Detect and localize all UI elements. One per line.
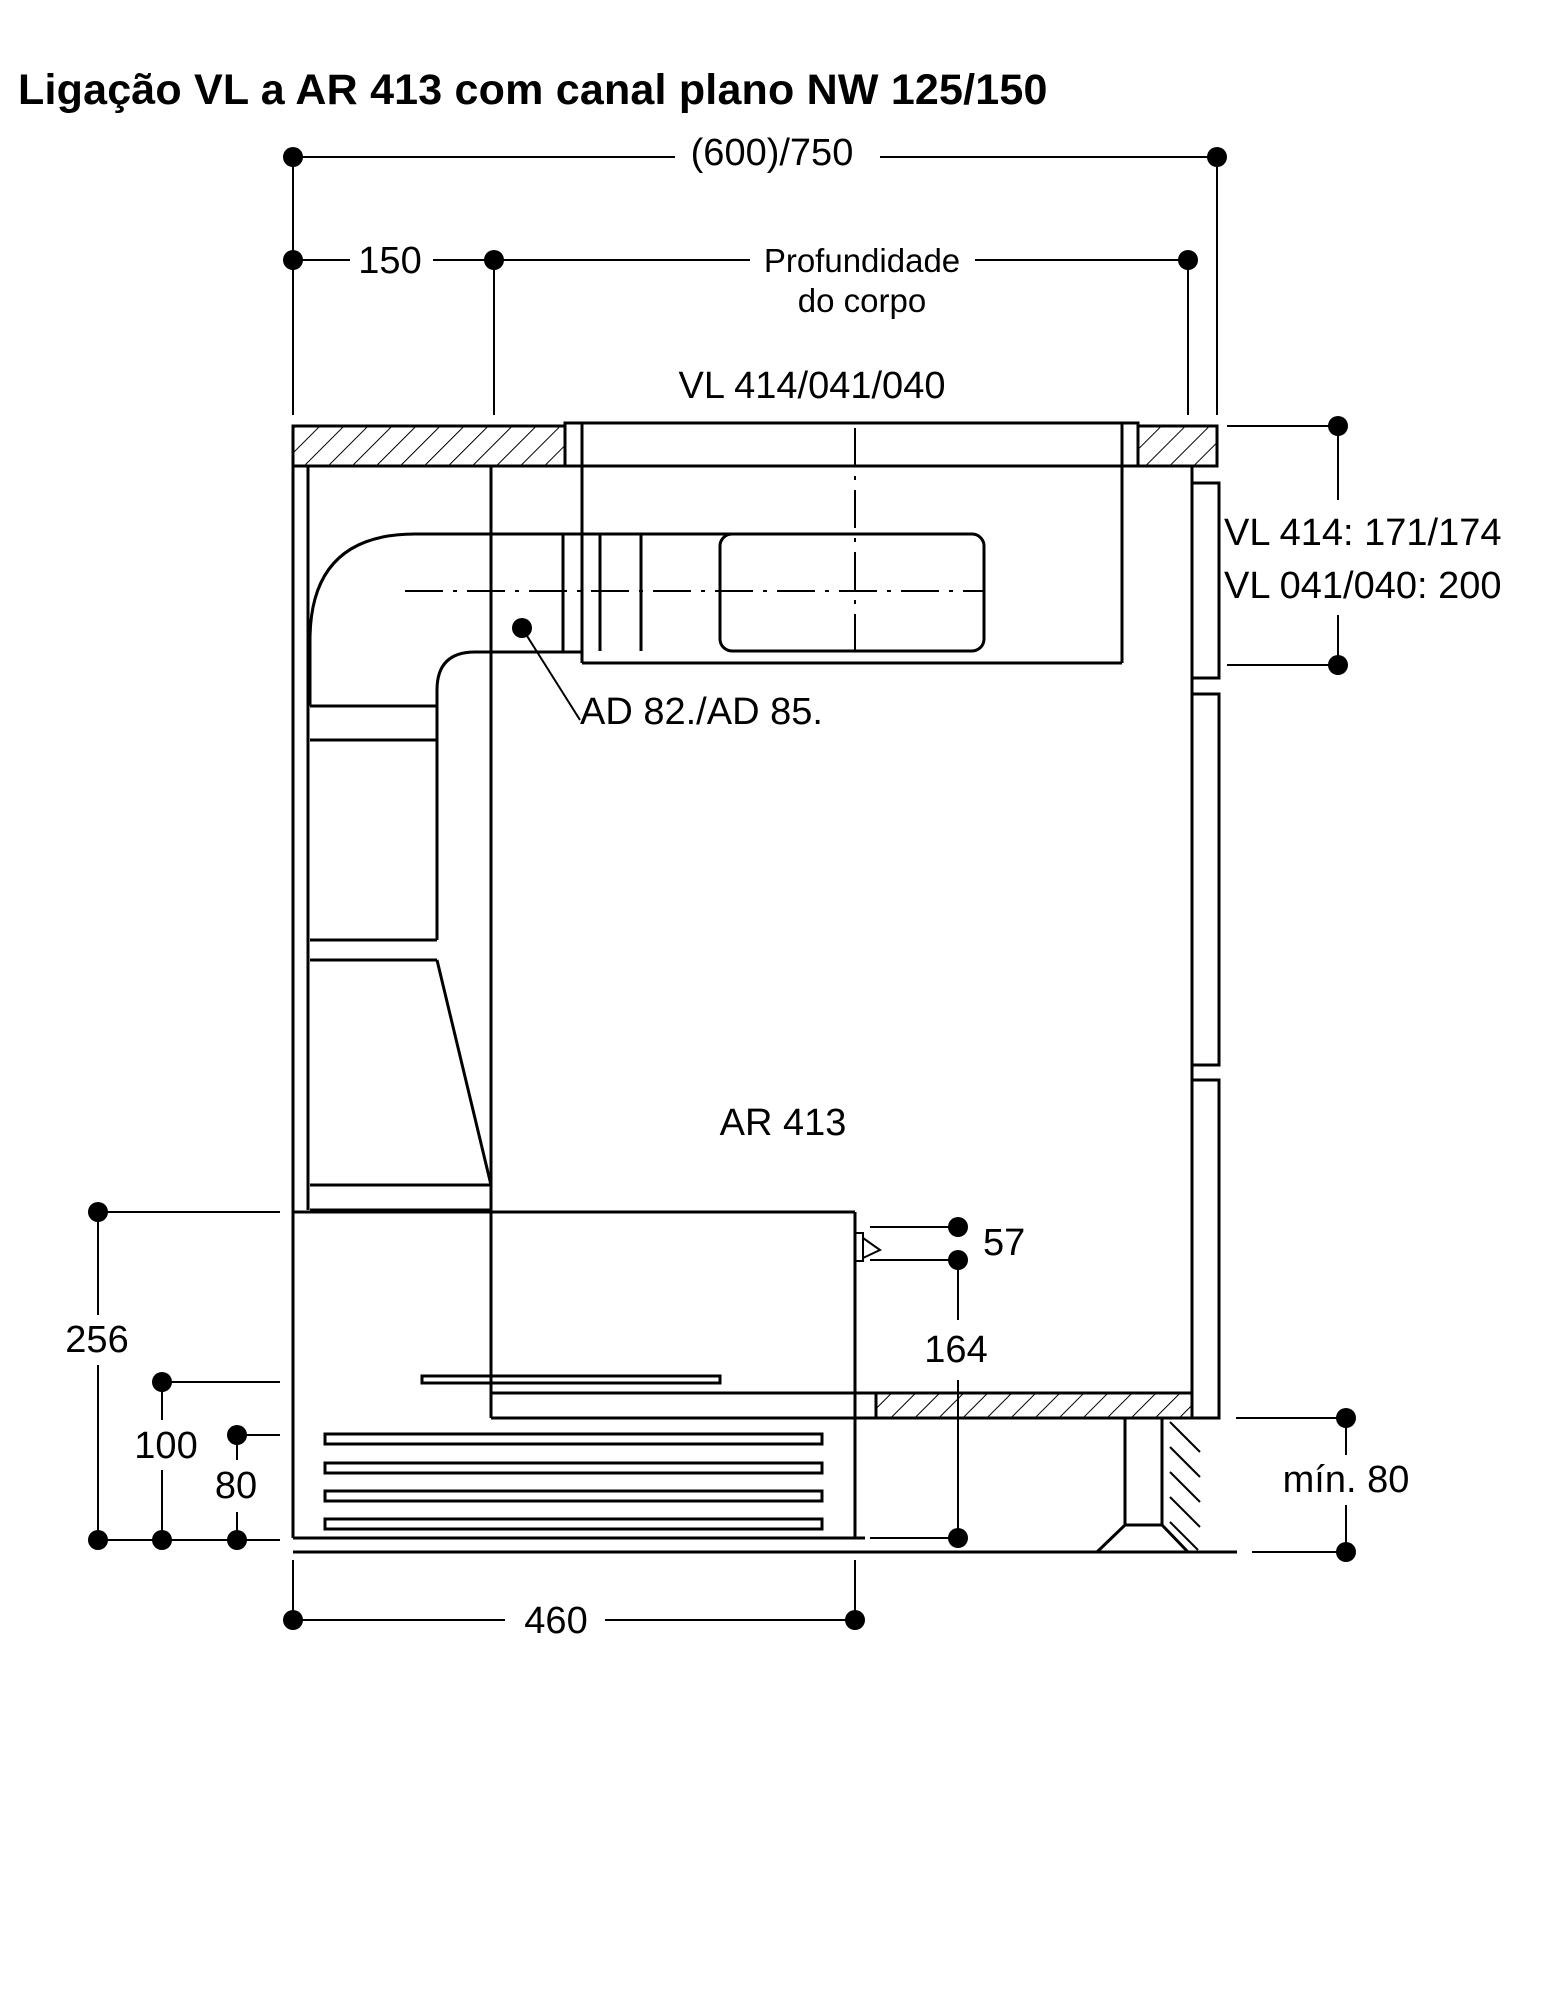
label-total-width: (600)/750 <box>691 132 854 174</box>
connector <box>854 1232 882 1262</box>
base-unit <box>293 1210 1237 1554</box>
dimension-dots-left <box>88 1202 247 1550</box>
label-body-depth-line2: do corpo <box>798 282 926 319</box>
cooktop-body <box>561 423 1138 665</box>
plinth-hatch <box>874 1391 1194 1420</box>
dimension-offset-and-depth <box>293 259 1189 415</box>
label-dim-460: 460 <box>524 1600 587 1642</box>
dimension-cooktop-height <box>1227 425 1339 666</box>
label-height-vl041: VL 041/040: 200 <box>1224 565 1502 607</box>
label-duct-part: AD 82./AD 85. <box>580 691 823 733</box>
wall-hatch <box>1169 1421 1201 1551</box>
page-title: Ligação VL a AR 413 com canal plano NW 1… <box>18 66 1048 114</box>
dimension-dots-460 <box>283 1610 865 1630</box>
label-dim-164: 164 <box>924 1329 987 1371</box>
dimension-dots-min80 <box>1336 1408 1356 1562</box>
label-dim-80: 80 <box>215 1465 257 1507</box>
label-body-depth-line1: Profundidade <box>764 242 960 279</box>
label-unit-model: AR 413 <box>720 1102 847 1144</box>
dimension-57-164 <box>870 1226 959 1539</box>
cabinet-fronts <box>1190 466 1221 1420</box>
label-offset-150: 150 <box>358 240 421 282</box>
label-dim-256: 256 <box>65 1319 128 1361</box>
dimension-total-width <box>292 156 1218 415</box>
dimension-min80 <box>1236 1417 1347 1553</box>
label-dim-min80: mín. 80 <box>1283 1459 1410 1501</box>
label-dim-57: 57 <box>983 1222 1025 1264</box>
cabinet <box>291 466 493 1538</box>
dimension-dots-57-164 <box>948 1217 968 1548</box>
label-cooktop-model: VL 414/041/040 <box>679 365 946 407</box>
adjustable-foot <box>1095 1418 1190 1554</box>
duct-leader <box>512 618 581 721</box>
duct <box>308 532 748 1212</box>
center-lines <box>405 428 984 663</box>
dimension-dots-right <box>1328 416 1348 675</box>
worktop <box>291 421 1219 468</box>
label-height-vl414: VL 414: 171/174 <box>1224 512 1502 554</box>
label-dim-100: 100 <box>134 1425 197 1467</box>
